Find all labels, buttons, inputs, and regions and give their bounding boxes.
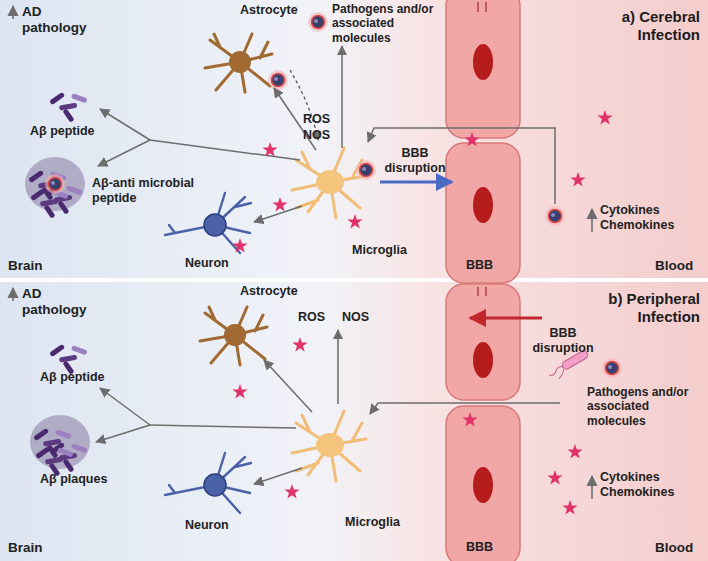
cell-label: Blood [655, 540, 693, 556]
panel-heading: b) Peripheral Infection [580, 290, 700, 326]
cell-label: Neuron [185, 518, 229, 533]
cell-label: Neuron [185, 256, 229, 271]
cell-label: Blood [655, 258, 693, 274]
cell-label: ROS [298, 310, 325, 325]
cell-label: Cytokines Chemokines [600, 470, 690, 500]
cell-label: Brain [8, 258, 43, 274]
cell-label: NOS [303, 128, 330, 143]
cell-label: Aβ peptide [30, 124, 95, 139]
panel-heading: a) Cerebral Infection [580, 8, 700, 44]
cell-label: Pathogens and/or associated molecules [587, 385, 703, 428]
cell-label: Aβ plaques [40, 472, 107, 487]
cell-label: Microglia [352, 243, 407, 258]
cell-label: ROS [303, 112, 330, 127]
cell-label: BBB [466, 540, 493, 555]
cell-label: Aβ peptide [40, 370, 105, 385]
cell-label: Astrocyte [240, 284, 298, 299]
cell-label: NOS [342, 310, 369, 325]
cell-label: AD pathology [22, 4, 94, 36]
cell-label: BBB [466, 258, 493, 273]
cell-label: Aβ-anti microbial peptide [92, 176, 198, 206]
cell-label: BBB disruption [382, 146, 448, 176]
cell-label: Microglia [345, 515, 400, 530]
cell-label: Cytokines Chemokines [600, 203, 690, 233]
cell-label: Astrocyte [240, 3, 298, 18]
cell-label: AD pathology [22, 286, 94, 318]
cell-label: Brain [8, 540, 43, 556]
cell-label: Pathogens and/or associated molecules [332, 2, 444, 45]
cell-label: BBB disruption [528, 326, 598, 356]
